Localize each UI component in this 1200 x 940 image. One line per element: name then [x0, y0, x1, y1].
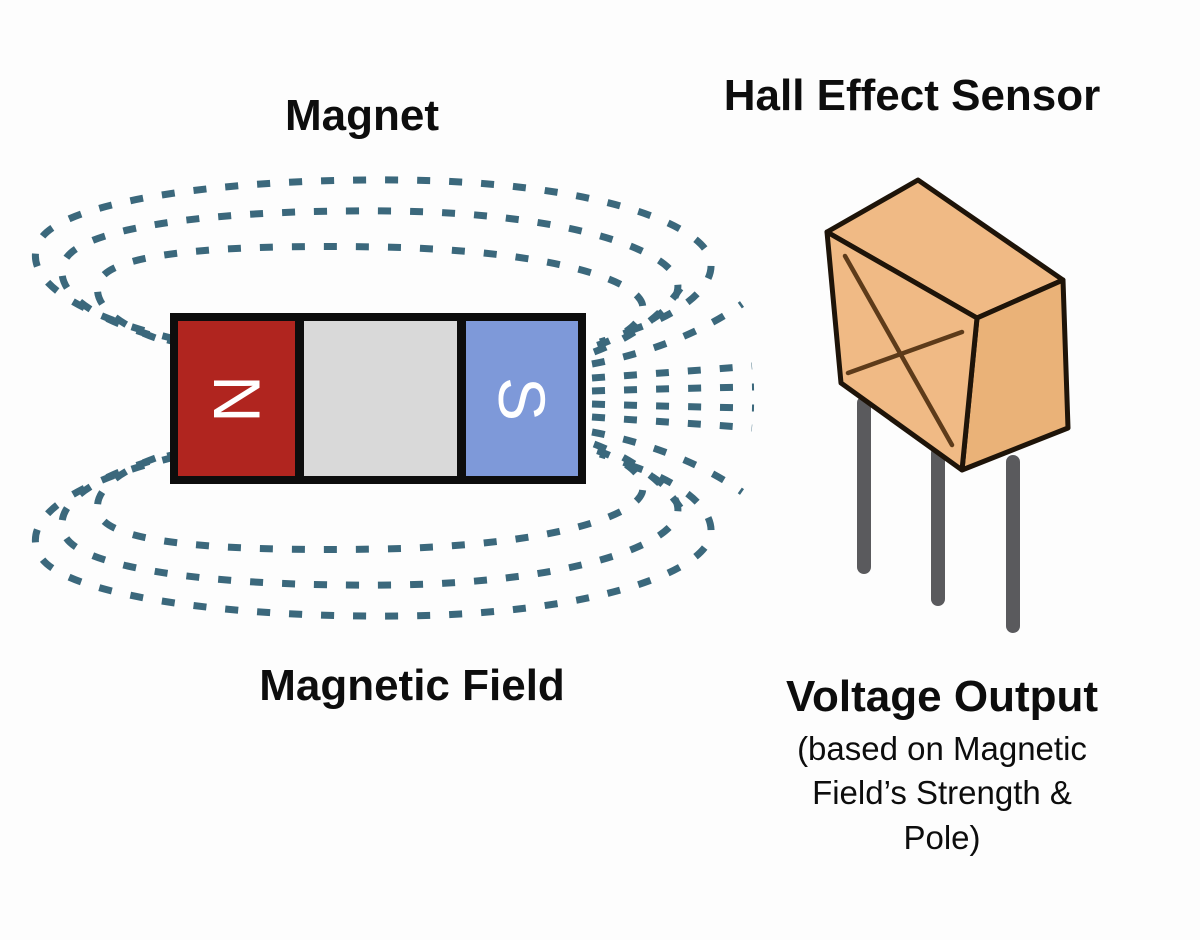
hall-sensor-package-icon [824, 177, 1071, 633]
field-loop-top-middle [58, 207, 682, 347]
field-loop-bottom-inner [94, 445, 647, 553]
voltage-output-subtitle: (based on Magnetic Field’s Strength & Po… [757, 727, 1127, 862]
north-pole-label: N [199, 374, 274, 423]
sensor-x-mark-stroke-2 [845, 329, 965, 376]
voltage-output-subtitle-line-3: Pole) [903, 819, 981, 857]
fan-line-h3 [591, 400, 755, 412]
voltage-output-subtitle-line-1: (based on Magnetic [797, 729, 1087, 767]
field-loop-top-inner [94, 243, 647, 351]
fan-line-h4 [591, 413, 753, 432]
voltage-output-block: Voltage Output (based on Magnetic Field’… [757, 672, 1127, 861]
field-lines-bottom-loops [31, 445, 715, 620]
fan-line-h1 [591, 362, 753, 382]
magnetic-field-label: Magnetic Field [259, 661, 565, 710]
field-loop-top-outer [31, 176, 715, 343]
sensor-lead-right [1006, 455, 1020, 633]
magnet-middle-section [304, 321, 457, 476]
sensor-lead-left [857, 396, 871, 574]
field-loop-bottom-middle [58, 449, 682, 589]
magnet-title: Magnet [285, 91, 439, 140]
south-pole-label: S [484, 376, 559, 421]
field-loop-bottom-outer [31, 453, 715, 620]
voltage-output-subtitle-line-2: Field’s Strength & [812, 774, 1072, 812]
field-lines-pole-fan [591, 274, 755, 522]
fan-line-h2 [591, 383, 755, 395]
voltage-output-title: Voltage Output [785, 672, 1099, 721]
south-pole: S [465, 321, 578, 476]
sensor-title: Hall Effect Sensor [723, 71, 1101, 120]
sensor-x-mark-stroke-1 [842, 253, 955, 448]
field-lines-top-loops [31, 176, 715, 351]
sensor-lead-middle [931, 446, 945, 606]
bar-magnet: N S [170, 313, 586, 484]
north-pole: N [178, 321, 296, 476]
